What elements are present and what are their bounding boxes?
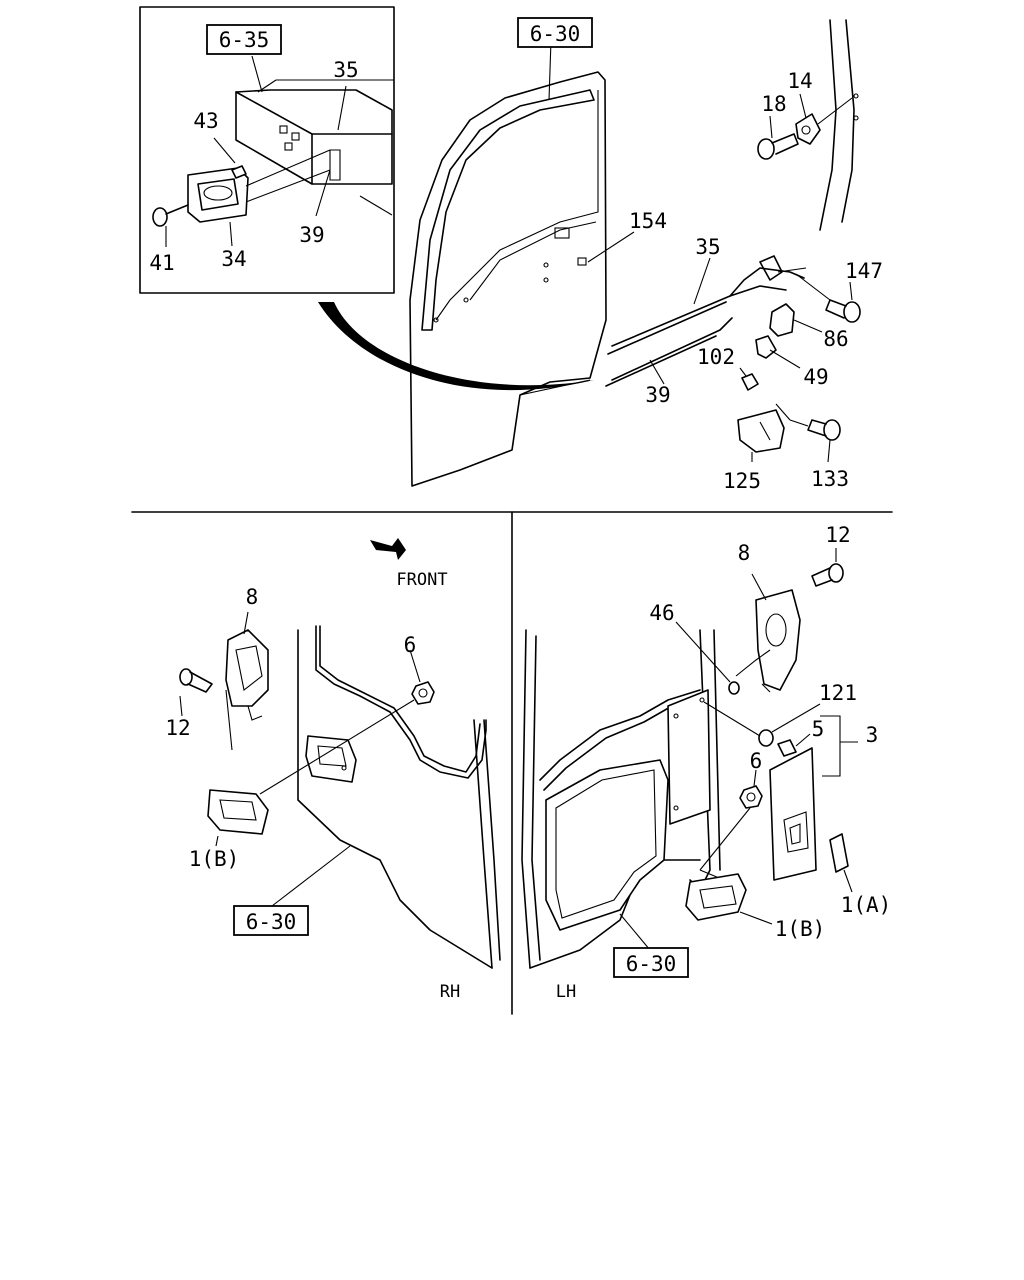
inset-inner-handle — [187, 149, 331, 223]
label-121: 121 — [819, 681, 857, 705]
lh-ring-46 — [728, 681, 740, 695]
rh-lock-8 — [225, 629, 269, 707]
label-35-top: 35 — [695, 235, 720, 259]
label-1b-lh: 1(B) — [775, 917, 826, 941]
label-39-inset: 39 — [299, 223, 324, 247]
inset-frame — [139, 6, 395, 294]
ref-6-35: 6-35 — [219, 28, 270, 52]
ref-box-6-30-lh — [613, 947, 689, 978]
front-arrow-icon — [370, 538, 406, 560]
ref-6-30-rh: 6-30 — [246, 910, 297, 934]
label-8-rh: 8 — [246, 585, 259, 609]
label-41: 41 — [149, 251, 174, 275]
lh-escutcheon-3 — [769, 747, 817, 881]
bolt-133 — [823, 419, 841, 441]
rh-handle-recess — [305, 735, 357, 783]
inset-detail: 6-35 35 43 41 34 39 — [139, 6, 395, 294]
lh-nut-6 — [739, 785, 763, 809]
label-46: 46 — [649, 601, 674, 625]
lh-trim-panel — [545, 759, 669, 931]
inset-callout-arrow — [318, 302, 594, 391]
label-125: 125 — [723, 469, 761, 493]
striker-bolt — [757, 138, 775, 160]
label-39-top: 39 — [645, 383, 670, 407]
label-35-inset: 35 — [333, 58, 358, 82]
label-1a: 1(A) — [841, 893, 892, 917]
rh-nut-6 — [411, 681, 435, 705]
label-14: 14 — [787, 69, 812, 93]
label-34: 34 — [221, 247, 246, 271]
lock-rod-assembly: 35 147 86 102 49 39 125 133 — [605, 235, 883, 493]
label-12-rh: 12 — [165, 716, 190, 740]
ref-6-30-top: 6-30 — [530, 22, 581, 46]
rh-panel: FRONT 6-30 8 12 6 — [165, 538, 501, 1002]
ref-box-6-30-top — [517, 17, 593, 48]
label-147: 147 — [845, 259, 883, 283]
door-pillar: 18 14 — [757, 19, 859, 231]
label-1b-rh: 1(B) — [189, 847, 240, 871]
lh-caption: LH — [556, 982, 576, 1002]
rh-caption: RH — [440, 982, 460, 1002]
rh-screw-12 — [179, 668, 193, 686]
inset-lock-body — [235, 79, 394, 216]
label-18: 18 — [761, 92, 786, 116]
label-49: 49 — [803, 365, 828, 389]
label-43: 43 — [193, 109, 218, 133]
lh-lock-8 — [755, 589, 801, 691]
label-6-lh: 6 — [750, 749, 763, 773]
label-8-lh: 8 — [738, 541, 751, 565]
lh-screw-12 — [828, 563, 844, 583]
label-3: 3 — [866, 723, 879, 747]
bolt-147 — [843, 301, 861, 323]
lh-cap-1a — [829, 833, 849, 873]
lh-handle-1b — [685, 873, 747, 921]
clip-102 — [741, 373, 759, 391]
label-133: 133 — [811, 467, 849, 491]
label-12-lh: 12 — [825, 523, 850, 547]
label-86: 86 — [823, 327, 848, 351]
inset-screw — [152, 204, 189, 227]
lh-nut-121 — [758, 729, 774, 747]
front-caption: FRONT — [396, 570, 447, 590]
lh-screw-5 — [777, 739, 797, 757]
label-6-rh: 6 — [404, 633, 417, 657]
bracket-125 — [737, 409, 785, 453]
striker-plate — [795, 113, 821, 145]
block-86 — [769, 303, 795, 337]
top-door-assembly: 6-30 154 — [409, 17, 667, 487]
lh-panel: 6-30 8 12 46 121 5 3 6 1(B) 1(A) LH — [521, 523, 892, 1002]
ref-box-6-35 — [206, 24, 282, 55]
ref-6-30-lh: 6-30 — [626, 952, 677, 976]
rh-handle-1b — [207, 789, 269, 835]
ref-box-6-30-rh — [233, 905, 309, 936]
label-5: 5 — [812, 717, 825, 741]
clip-49 — [755, 335, 777, 359]
label-102: 102 — [697, 345, 735, 369]
inset-clip — [231, 165, 247, 179]
label-154: 154 — [629, 209, 667, 233]
lh-access-panel — [667, 689, 711, 825]
